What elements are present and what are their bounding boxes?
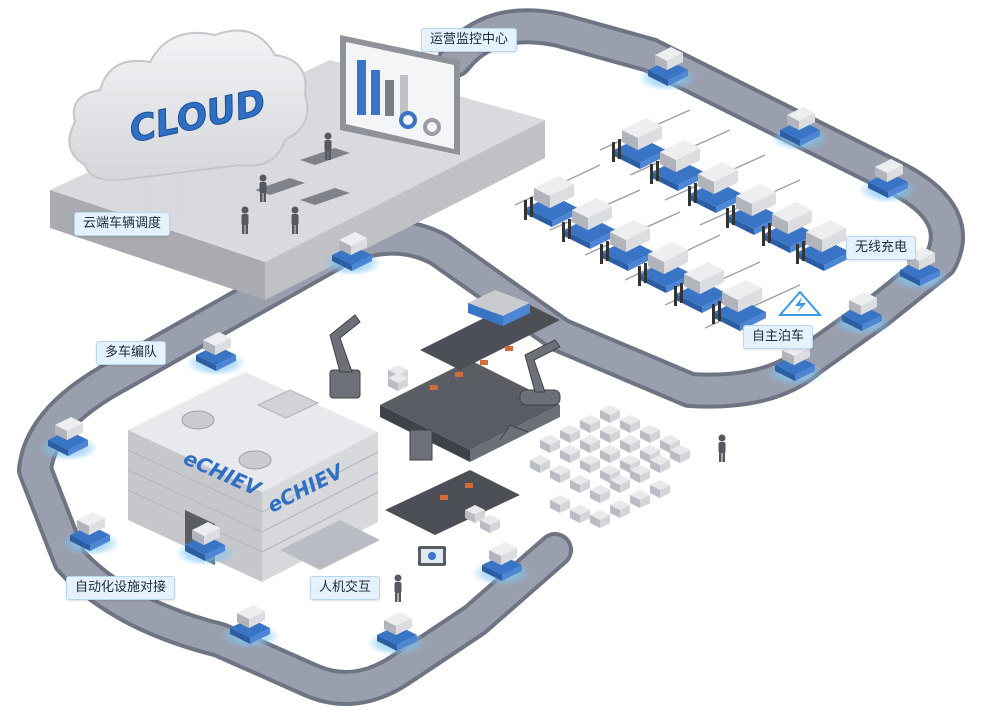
walking-person-icon [718,434,726,462]
cloud-platform [50,35,545,300]
cargo-agv-icon [468,290,530,326]
hmi-label: 人机交互 [310,576,381,600]
cloud-icon [68,29,309,216]
touchscreen-terminal-icon [394,546,446,602]
automation-docking-label: 自动化设施对接 [66,576,176,600]
echiev-building [127,372,380,582]
wireless-charging-label: 无线充电 [846,236,917,260]
fleet-formation-label: 多车编队 [96,341,167,365]
lightning-warning-triangle-icon [777,290,823,316]
robot-arm-icon [329,314,561,461]
cloud-dispatch-label: 云端车辆调度 [74,212,171,236]
autonomous-parking-label: 自主泊车 [743,325,814,349]
ops-center-label: 运营监控中心 [421,28,518,52]
